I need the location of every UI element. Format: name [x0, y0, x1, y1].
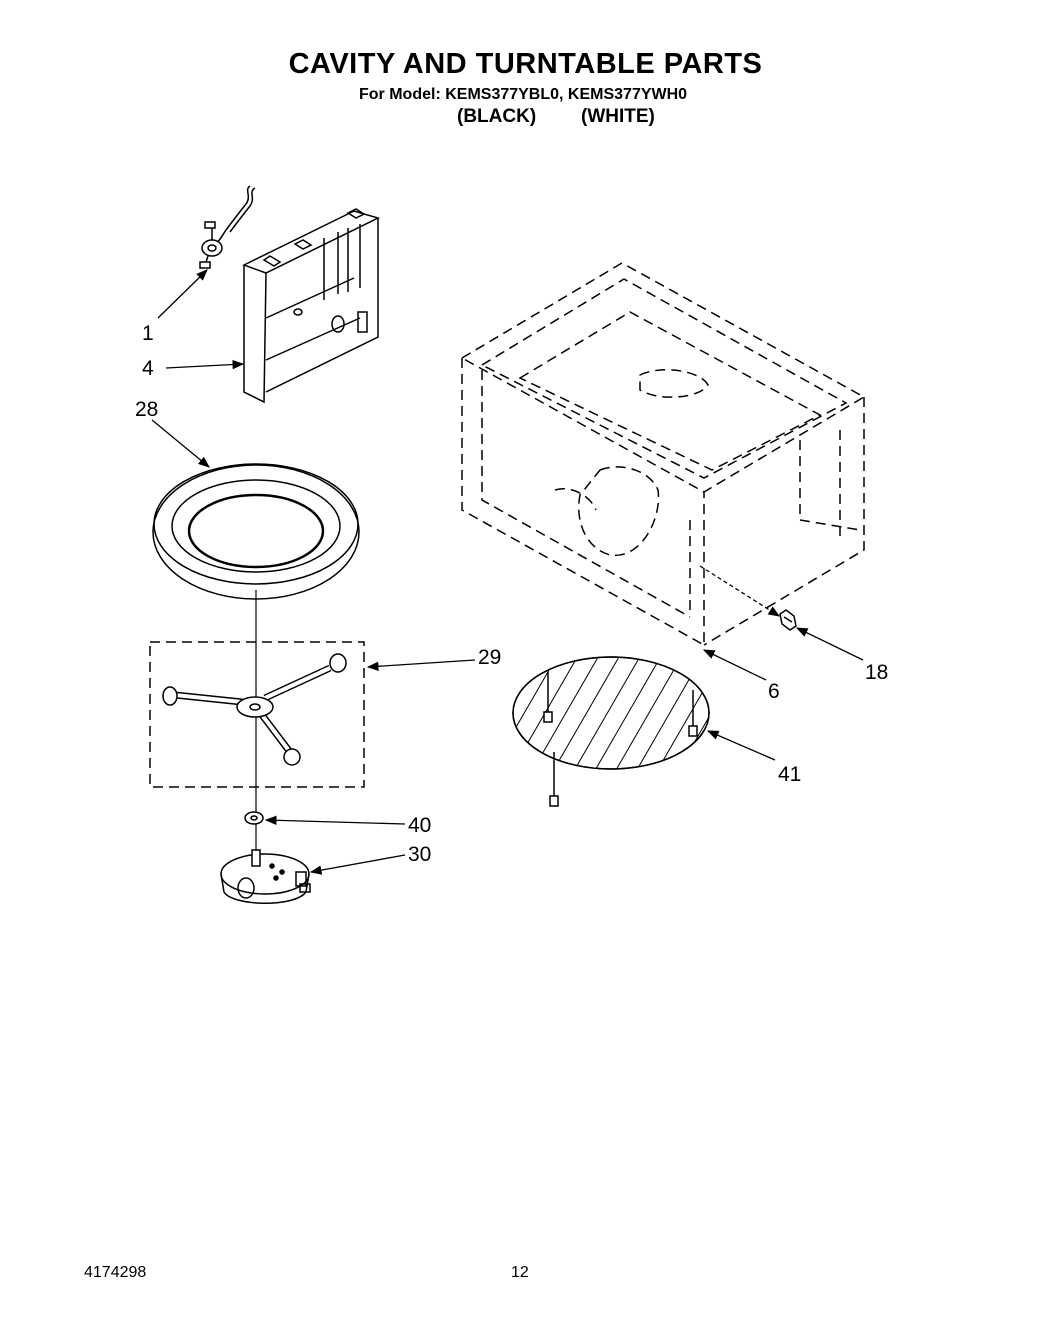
document-number: 4174298	[84, 1264, 147, 1281]
callout-40: 40	[408, 814, 431, 837]
color-black-label: (BLACK)	[457, 106, 537, 127]
callout-6: 6	[768, 680, 780, 703]
screw-part	[779, 609, 797, 631]
microwave-cavity-part	[460, 262, 866, 647]
page-title: CAVITY AND TURNTABLE PARTS	[288, 48, 763, 80]
leader-lines	[151, 269, 864, 875]
turntable-motor-part	[220, 849, 311, 904]
callout-1: 1	[142, 322, 154, 345]
turntable-ring-part	[152, 463, 360, 600]
glass-tray-part	[512, 656, 710, 807]
color-white-label: (WHITE)	[581, 106, 655, 127]
callout-28: 28	[135, 398, 158, 421]
roller-guide-part	[149, 641, 365, 788]
callout-4: 4	[142, 357, 154, 380]
page-number: 12	[511, 1264, 529, 1281]
callout-41: 41	[778, 763, 801, 786]
coupler-part	[244, 811, 264, 825]
callout-30: 30	[408, 843, 431, 866]
cavity-bracket-part	[242, 208, 381, 404]
callout-18: 18	[865, 661, 888, 684]
callout-29: 29	[478, 646, 501, 669]
thermal-cutout-part	[199, 185, 256, 269]
model-numbers: For Model: KEMS377YBL0, KEMS377YWH0	[359, 86, 688, 103]
